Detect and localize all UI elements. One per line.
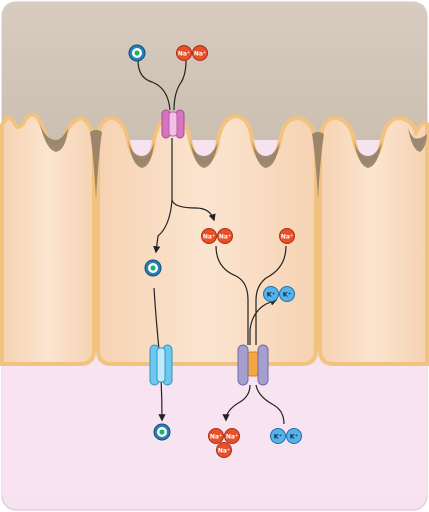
glucose-cytosol [144, 259, 162, 277]
sodium-ion: Na⁺ [201, 228, 217, 244]
sodium-to-pump-left [215, 245, 249, 345]
potassium-from-blood-path [255, 384, 285, 425]
potassium-ion-label: K⁺ [267, 291, 275, 299]
potassium-ion: K⁺ [263, 286, 279, 302]
sodium-to-blood-arrow [222, 384, 251, 422]
sodium-ion: Na⁺ [192, 45, 208, 61]
sodium-ion-label: Na⁺ [226, 434, 238, 441]
potassium-ion: K⁺ [279, 286, 295, 302]
sodium-ion: Na⁺ [279, 228, 295, 244]
cell-left [0, 112, 96, 366]
potassium-ion: K⁺ [286, 428, 302, 444]
sodium-ion: Na⁺ [217, 228, 233, 244]
sodium-ion: Na⁺ [216, 442, 232, 458]
glucose-to-cytosol-arrow [153, 199, 173, 254]
transport-pathways [137, 59, 287, 425]
sodium-to-pump-right [255, 245, 287, 345]
potassium-ion: K⁺ [270, 428, 286, 444]
sodium-ion-label: Na⁺ [210, 434, 222, 441]
cell-right [318, 115, 429, 366]
sodium-to-cytosol-arrow [171, 199, 216, 222]
sodium-ion: Na⁺ [176, 45, 192, 61]
sodium-ion-label: Na⁺ [203, 234, 215, 241]
potassium-ion-label: K⁺ [274, 433, 282, 441]
potassium-ion-label: K⁺ [290, 433, 298, 441]
sodium-entry-path [173, 59, 187, 111]
potassium-ions-cytosol: K⁺ K⁺ [263, 286, 295, 302]
glucose-blood [153, 423, 171, 441]
sodium-ions-blood: Na⁺ Na⁺ Na⁺ [208, 428, 240, 458]
sodium-ion-label: Na⁺ [281, 234, 293, 241]
glucose-lumen [128, 44, 146, 62]
sodium-ion: Na⁺ [224, 428, 240, 444]
sodium-ions-lumen: Na⁺ Na⁺ [176, 45, 208, 61]
potassium-ions-blood: K⁺ K⁺ [270, 428, 302, 444]
potassium-into-cell-arrow [249, 298, 278, 345]
sodium-ion-label: Na⁺ [178, 51, 190, 58]
glucose-entry-path [137, 59, 171, 111]
potassium-ion-label: K⁺ [283, 291, 291, 299]
sodium-ion-label: Na⁺ [219, 234, 231, 241]
glut2-transporter [149, 344, 173, 386]
brush-border [40, 124, 427, 200]
sodium-ion-label: Na⁺ [218, 448, 230, 455]
sodium-ion: Na⁺ [208, 428, 224, 444]
sodium-ions-cytosol: Na⁺ Na⁺ Na⁺ [201, 228, 295, 244]
sglt1-symporter [161, 109, 185, 139]
sodium-potassium-pump [237, 344, 269, 386]
sodium-ion-label: Na⁺ [194, 51, 206, 58]
intestinal-lumen [2, 2, 427, 140]
